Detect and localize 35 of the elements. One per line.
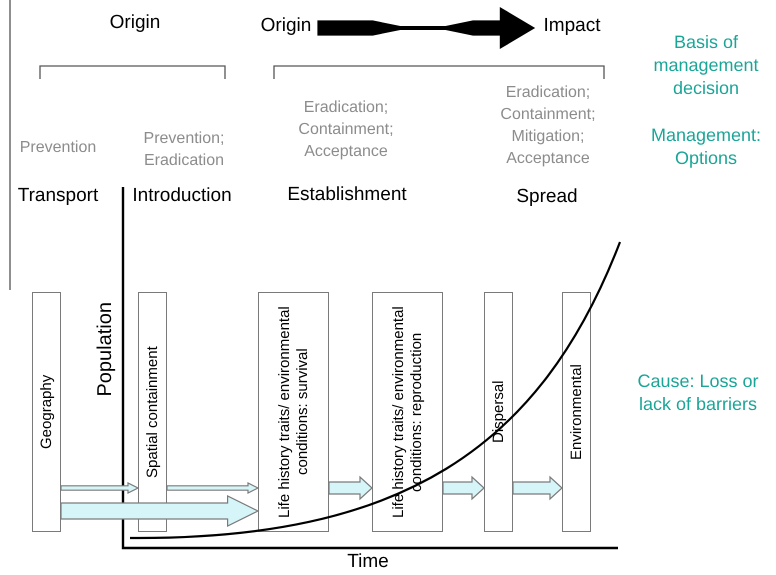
management-option-text: Eradication; Containment; Mitigation; Acceptance xyxy=(499,83,597,169)
box-text: Life history traits/ environmental conditions: survival xyxy=(276,305,312,520)
axis-label: Population xyxy=(94,302,116,397)
block-arrow xyxy=(442,476,485,500)
stage-label: Origin xyxy=(108,12,162,34)
block-arrow xyxy=(60,482,140,494)
block-arrow xyxy=(328,476,373,500)
block-arrow xyxy=(60,495,260,527)
management-option-text: Prevention; Eradication xyxy=(142,129,226,171)
stage-label: Impact xyxy=(534,12,610,40)
barrier-box xyxy=(258,292,329,532)
box-text: Geography xyxy=(38,374,56,452)
box-text: Spatial containment xyxy=(144,345,162,480)
stage-label: Establishment xyxy=(286,184,408,206)
side-note: Basis of management decision xyxy=(652,31,760,100)
management-option-text: Eradication; Containment; Acceptance xyxy=(297,98,395,162)
barrier-box xyxy=(32,292,61,532)
block-arrow xyxy=(512,476,563,500)
stage-label: Introduction xyxy=(131,185,233,207)
barrier-box xyxy=(484,292,513,532)
box-text: Life history traits/ environmental conditions: reproduction xyxy=(390,305,426,520)
box-text: Dispersal xyxy=(490,380,508,446)
box-text: Environmental xyxy=(568,363,586,462)
side-note: Cause: Loss or lack of barriers xyxy=(636,370,760,416)
management-option-text: Prevention xyxy=(18,138,98,158)
stage-label: Origin xyxy=(254,12,318,40)
side-note: Management: Options xyxy=(650,124,762,170)
block-arrow xyxy=(166,482,260,494)
stage-label: Transport xyxy=(16,185,100,207)
tapered-arrow xyxy=(317,6,536,50)
stage-label: Time xyxy=(346,551,390,573)
barrier-box xyxy=(138,292,167,532)
barrier-box xyxy=(372,292,443,532)
stage-label: Spread xyxy=(515,186,579,208)
barrier-box xyxy=(562,292,591,532)
